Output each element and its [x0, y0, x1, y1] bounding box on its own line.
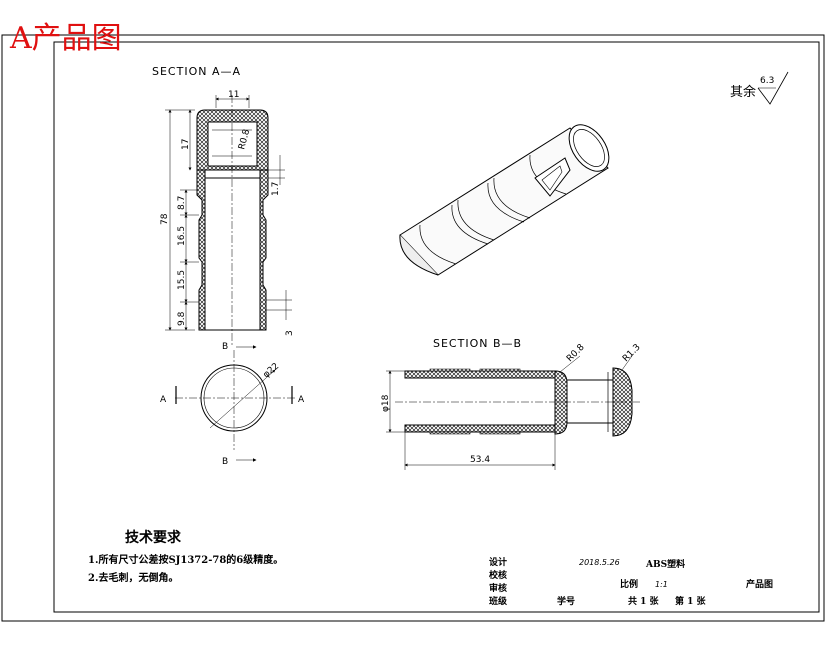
- drawing-frame: [53, 41, 820, 613]
- marker-a-left: A: [160, 395, 167, 405]
- tb-student-no: 学号: [557, 595, 575, 607]
- dim-seg3: 15.5: [177, 270, 187, 290]
- dim-bb-fillet-b: R1.3: [621, 342, 643, 364]
- tb-design: 设计: [489, 556, 507, 568]
- tb-class: 班级: [489, 595, 508, 607]
- isometric-view: [399, 124, 610, 276]
- dim-bb-length: 53.4: [470, 455, 490, 465]
- sheet-border: [1, 34, 825, 622]
- section-aa-cap-wall: [196, 109, 269, 171]
- tb-scale-label: 比例: [620, 578, 638, 590]
- tb-sheets-total: 共 1 张: [628, 595, 660, 607]
- section-bb-caption: SECTION B—B: [433, 337, 522, 350]
- tech-req-title: 技术要求: [125, 529, 182, 546]
- tb-name: 产品图: [746, 578, 773, 590]
- tb-scale-value: 1:1: [655, 580, 668, 589]
- surface-finish-label: 其余: [730, 84, 756, 100]
- surface-finish-symbol: 其余 6.3: [730, 71, 789, 105]
- tb-review: 审核: [489, 582, 507, 594]
- dim-wall: 1.7: [271, 182, 281, 196]
- dim-bottom: 3: [285, 330, 295, 336]
- dim-bb-diameter: φ18: [381, 394, 391, 412]
- marker-b-top: B: [222, 342, 228, 352]
- tb-date: 2018.5.26: [579, 558, 620, 567]
- tech-req-item-1: 1.所有尺寸公差按SJ1372-78的6级精度。: [88, 553, 283, 566]
- circle-view: φ22 A A B B: [160, 342, 305, 467]
- dim-overall-height: 78: [160, 213, 170, 225]
- title-block: 设计 校核 审核 班级 学号 2018.5.26 ABS塑料 比例 1:1 产品…: [489, 556, 773, 607]
- marker-a-right: A: [298, 395, 305, 405]
- dim-top-width: 11: [228, 90, 239, 100]
- section-aa-body-right-wall: [259, 169, 269, 331]
- section-aa-body-left-wall: [196, 169, 206, 331]
- marker-b-bottom: B: [222, 457, 228, 467]
- tb-sheet-no: 第 1 张: [675, 595, 707, 607]
- tb-material: ABS塑料: [645, 558, 685, 570]
- dim-seg2: 16.5: [177, 226, 187, 246]
- red-title: A产品图: [9, 21, 122, 56]
- section-aa-caption: SECTION A—A: [152, 65, 241, 78]
- section-aa-view: 11 78 17 8.7 16.5 15.5 9.8 R0.8 1.7 3: [160, 90, 295, 345]
- surface-finish-value: 6.3: [760, 76, 774, 86]
- dim-fillet: R0.8: [237, 128, 252, 151]
- dim-cap-height: 17: [181, 139, 191, 150]
- dim-seg4: 9.8: [177, 311, 187, 326]
- tb-check: 校核: [489, 569, 507, 581]
- section-bb-view: φ18 53.4 R0.8 R1.3: [381, 342, 643, 470]
- tech-req-item-2: 2.去毛刺，无倒角。: [88, 571, 178, 584]
- dim-circle-diameter: φ22: [262, 361, 282, 380]
- dim-bb-fillet-a: R0.8: [565, 342, 587, 364]
- dim-seg1: 8.7: [177, 196, 187, 210]
